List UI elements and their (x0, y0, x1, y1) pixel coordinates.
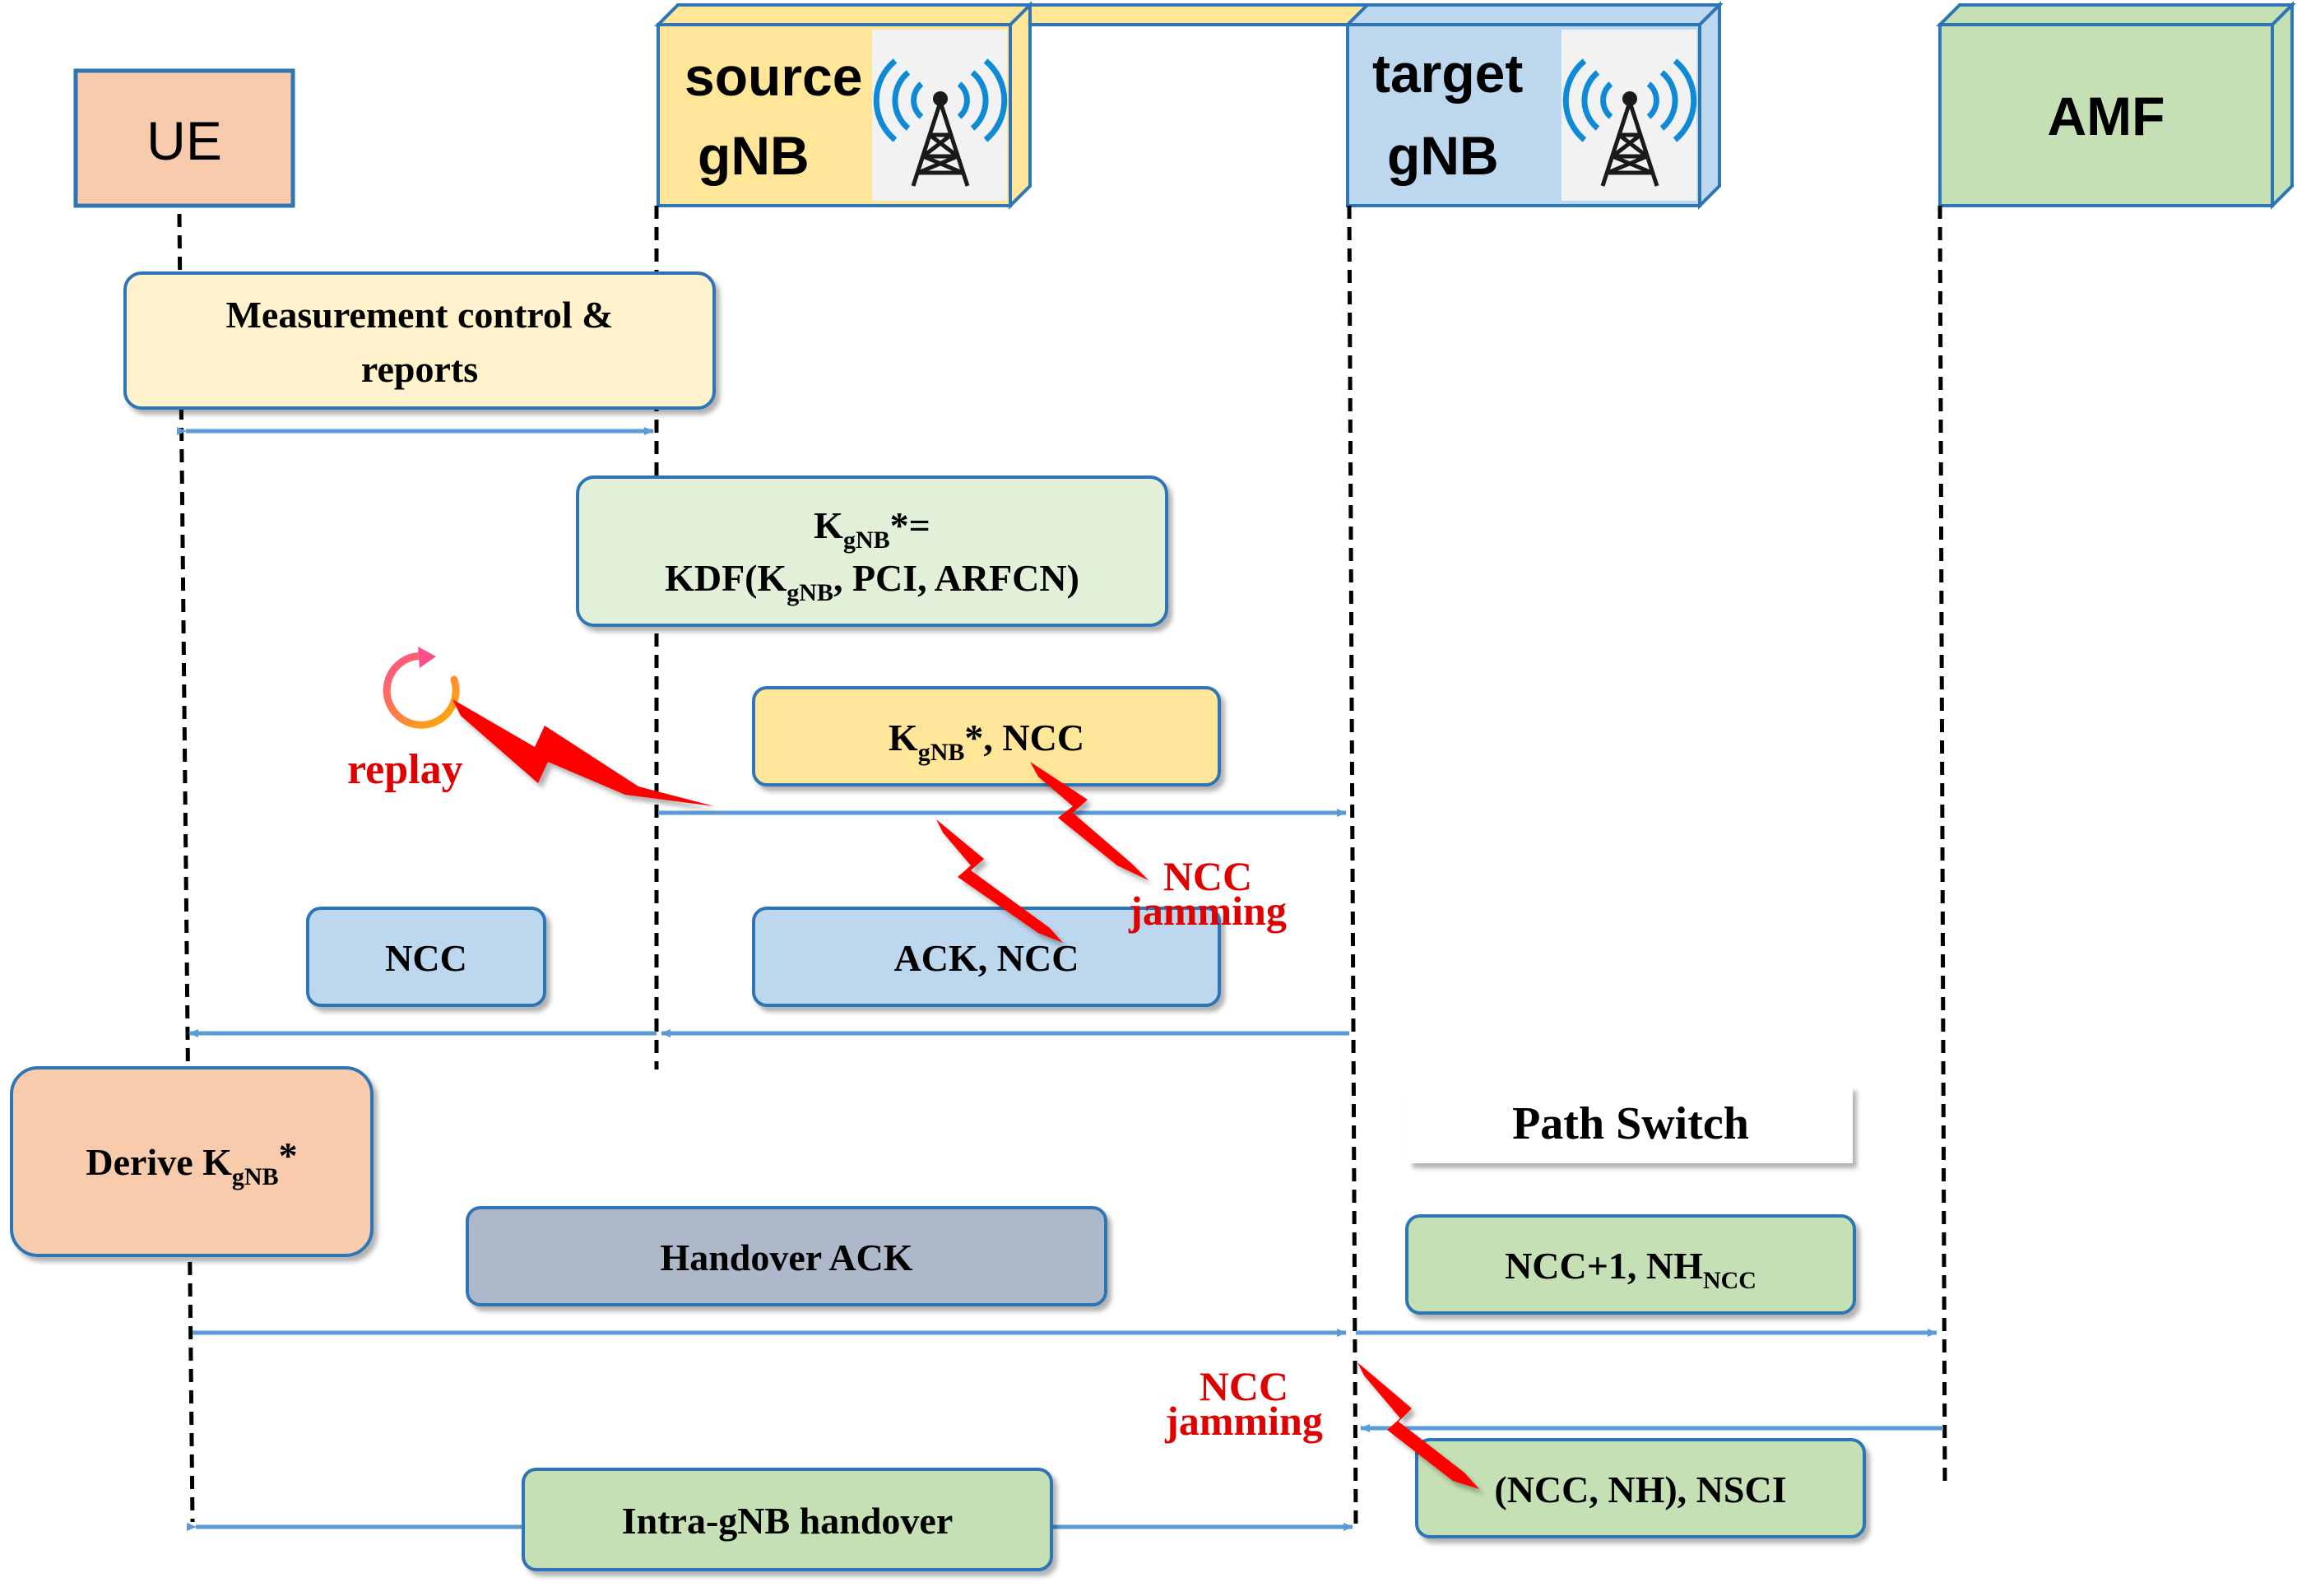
ncc-label: NCC (385, 937, 467, 979)
ncc-nh-box: NCC+1, NHNCC (1405, 1214, 1856, 1315)
handover-ack-label: Handover ACK (660, 1236, 912, 1278)
ncc-box: NCC (306, 907, 546, 1007)
replay-label: replay (347, 746, 463, 793)
antenna-tower-icon (1561, 30, 1697, 201)
ack-ncc-label: ACK, NCC (894, 937, 1079, 979)
handover-ack-box: Handover ACK (466, 1206, 1107, 1306)
kdf-box: KgNB*= KDF(KgNB, PCI, ARFCN) (576, 476, 1168, 627)
message-arrows (177, 427, 1943, 1531)
lightning-bolt-icon (936, 762, 1148, 943)
replay-attack: replay (347, 647, 714, 806)
measurement-line1: Measurement control & (226, 294, 614, 336)
handover-request-label: KgNB*, NCC (889, 717, 1084, 766)
amf-label: AMF (2048, 86, 2165, 146)
jamming-1-line1: NCC (1163, 853, 1252, 899)
measurement-box: Measurement control & reports (123, 271, 716, 410)
source-gnb-label-line2: gNB (698, 125, 810, 186)
handover-request-box: KgNB*, NCC (752, 686, 1221, 786)
target-lifeline (1347, 205, 1358, 1524)
target-gnb-label-line1: target (1372, 43, 1523, 104)
intra-gnb-label: Intra-gNB handover (622, 1500, 954, 1542)
ue-lifeline (177, 213, 195, 1523)
target-gnb-entity: target gNB (1343, 1, 1724, 210)
jamming-attack-2: NCC jamming (1164, 1362, 1479, 1489)
source-gnb-label-line1: source (684, 46, 862, 107)
ncc-nh-label: NCC+1, NHNCC (1505, 1245, 1756, 1294)
derive-label: Derive KgNB* (86, 1134, 297, 1190)
ncc-nh-nsci-box: (NCC, NH), NSCI (1415, 1438, 1866, 1538)
ue-entity: UE (73, 68, 295, 208)
lightning-bolt-icon (1357, 1362, 1479, 1489)
ue-label: UE (146, 110, 222, 171)
kdf-line2: KDF(KgNB, PCI, ARFCN) (665, 557, 1079, 606)
kdf-line1: KgNB*= (814, 504, 930, 554)
antenna-tower-icon (872, 30, 1008, 201)
jamming-1-line2: jamming (1128, 888, 1287, 934)
derive-box: Derive KgNB* (10, 1066, 374, 1257)
amf-lifeline (1937, 205, 1947, 1482)
lightning-bolt-icon (452, 699, 714, 806)
target-gnb-label-line2: gNB (1387, 125, 1499, 186)
jamming-2-line1: NCC (1200, 1363, 1288, 1409)
path-switch-label: Path Switch (1512, 1098, 1749, 1149)
ncc-nh-nsci-label: (NCC, NH), NSCI (1494, 1468, 1786, 1510)
ack-ncc-box: ACK, NCC (752, 907, 1221, 1007)
jamming-attack-1: NCC jamming (936, 762, 1287, 943)
replay-icon (383, 647, 460, 729)
measurement-line2: reports (361, 348, 478, 390)
amf-entity: AMF (1936, 1, 2296, 210)
intra-gnb-box: Intra-gNB handover (522, 1468, 1053, 1571)
path-switch-box: Path Switch (1408, 1086, 1853, 1163)
source-gnb-entity: source gNB (654, 1, 1528, 210)
jamming-2-line2: jamming (1164, 1398, 1323, 1444)
